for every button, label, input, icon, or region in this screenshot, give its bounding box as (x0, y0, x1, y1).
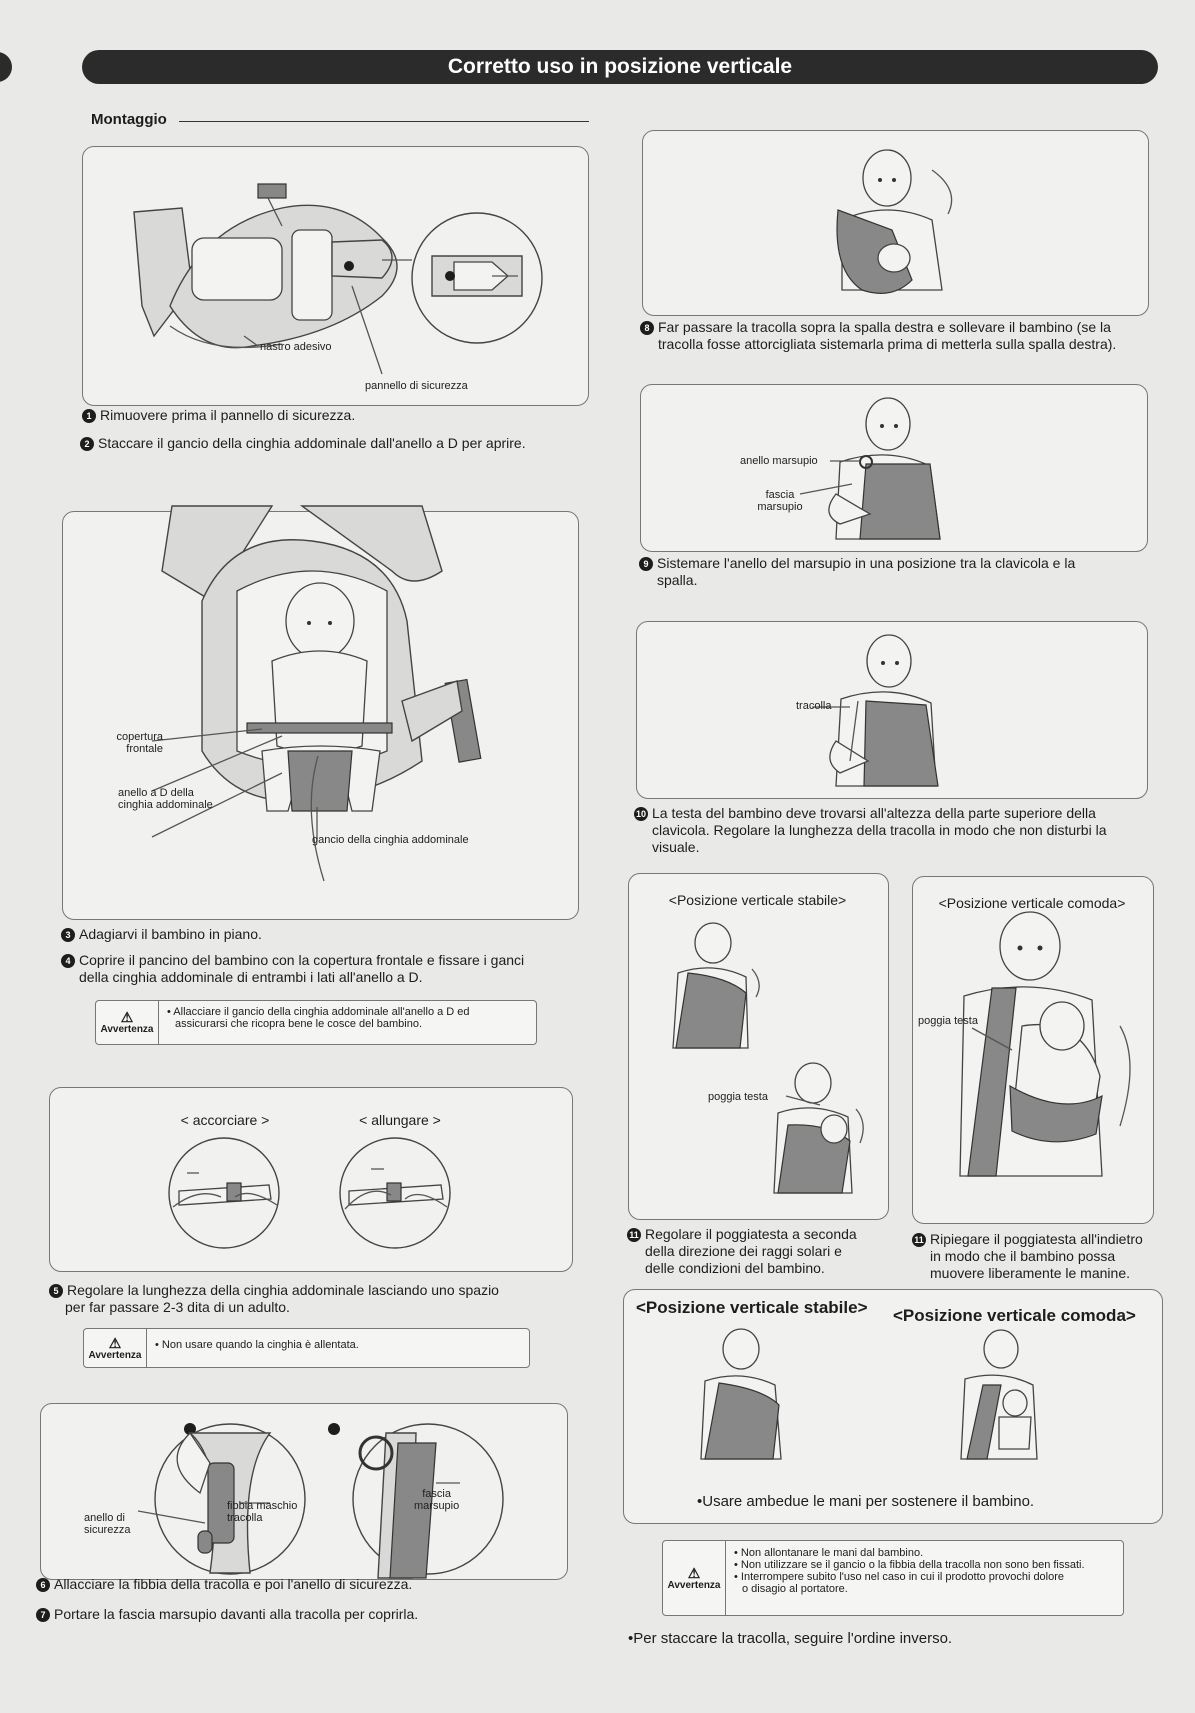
heading-stable-position: <Posizione verticale stabile> (668, 892, 847, 908)
step-number-badge: 2 (80, 437, 94, 451)
label-safety-panel: pannello di sicurezza (365, 380, 468, 392)
figure-adjust-strap (49, 1087, 573, 1272)
section-rule (179, 121, 589, 122)
step-number-badge: 5 (49, 1284, 63, 1298)
ring-position-illustration (799, 397, 941, 540)
both-positions-illustration (700, 1328, 1038, 1460)
warning-box-1: ⚠Avvertenza • Allacciare il gancio della… (95, 1000, 537, 1045)
step-number-badge: 11 (627, 1228, 641, 1242)
carrier-open-illustration (133, 183, 543, 375)
stable-position-illustration (672, 922, 864, 1194)
warning-label: ⚠Avvertenza (663, 1541, 726, 1615)
step-number-badge: 9 (639, 557, 653, 571)
warning-label: ⚠Avvertenza (96, 1001, 159, 1044)
step-number-badge: 6 (36, 1578, 50, 1592)
label-adhesive-tape: nastro adesivo (260, 341, 332, 353)
heading-comfy-position-2: <Posizione verticale comoda> (893, 1306, 1136, 1325)
step-number-badge: 3 (61, 928, 75, 942)
page-tab-marker (0, 52, 12, 82)
warning-box-3: ⚠Avvertenza • Non allontanare le mani da… (662, 1540, 1124, 1616)
label-waist-hook: gancio della cinghia addominale (312, 834, 469, 846)
label-shorten: < accorciare > (180, 1112, 270, 1128)
note-reverse-order: •Per staccare la tracolla, seguire l'ord… (628, 1630, 953, 1647)
heading-stable-position-2: <Posizione verticale stabile> (636, 1298, 868, 1317)
baby-in-carrier-illustration (151, 505, 482, 882)
heading-comfy-position: <Posizione verticale comoda> (938, 895, 1126, 911)
step-number-badge: 1 (82, 409, 96, 423)
comfy-position-illustration (959, 911, 1131, 1177)
adjust-strap-illustration (168, 1137, 451, 1249)
note-use-both-hands: •Usare ambedue le mani per sostenere il … (697, 1493, 1035, 1510)
label-carrier-ring: anello marsupio (740, 455, 818, 467)
label-lengthen: < allungare > (359, 1112, 441, 1128)
page-title-banner: Corretto uso in posizione verticale (82, 50, 1158, 84)
warning-label: ⚠Avvertenza (84, 1329, 147, 1367)
head-height-illustration (812, 634, 939, 787)
warning-triangle-icon: ⚠ (108, 1334, 122, 1351)
warning-triangle-icon: ⚠ (120, 1009, 134, 1025)
step-number-badge: 4 (61, 954, 75, 968)
step-number-badge: 11 (912, 1233, 926, 1247)
strap-over-shoulder-illustration (836, 149, 953, 294)
warning-triangle-icon: ⚠ (687, 1564, 701, 1581)
label-headrest-stable: poggia testa (708, 1091, 768, 1103)
buckle-band-illustration (137, 1423, 504, 1579)
step-number-badge: 8 (640, 321, 654, 335)
step-number-badge: 10 (634, 807, 648, 821)
warning-box-2: ⚠Avvertenza • Non usare quando la cinghi… (83, 1328, 530, 1368)
section-title: Montaggio (91, 111, 167, 128)
label-headrest-comfy: poggia testa (918, 1015, 978, 1027)
step-number-badge: 7 (36, 1608, 50, 1622)
label-shoulder-strap: tracolla (796, 700, 832, 712)
